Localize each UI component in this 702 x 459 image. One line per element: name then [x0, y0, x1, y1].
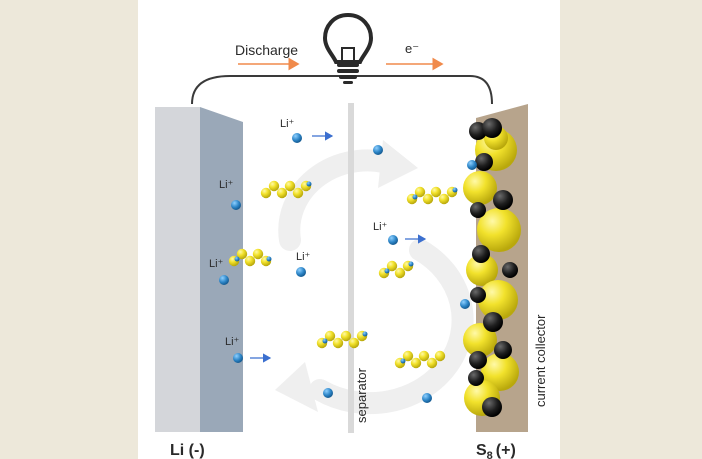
carbon-particle	[470, 202, 486, 218]
lithium-end-atom	[322, 338, 328, 344]
sulfur-atom	[292, 187, 304, 199]
sulfur-atom	[236, 248, 248, 260]
lithium-ion	[296, 267, 306, 277]
lithium-end-atom	[412, 194, 418, 200]
carbon-particle	[472, 245, 490, 263]
lightbulb-icon	[322, 12, 374, 84]
carbon-particle	[483, 312, 503, 332]
lithium-ion	[231, 200, 241, 210]
sulfur-atom	[340, 330, 352, 342]
lithium-anode	[155, 107, 243, 432]
sulfur-atom	[260, 187, 272, 199]
lithium-end-atom	[306, 181, 312, 187]
lithium-end-atom	[384, 268, 390, 274]
carbon-particle	[482, 118, 502, 138]
lithium-ion	[323, 388, 333, 398]
sulfur-atom	[348, 337, 360, 349]
sulfur-particle	[463, 323, 497, 357]
lithium-end-atom	[400, 358, 406, 364]
sulfur-atom	[410, 357, 422, 369]
sulfur-particle	[478, 280, 518, 320]
sulfur-atom	[422, 193, 434, 205]
cycle-arrowheads	[275, 140, 418, 412]
discharge-label: Discharge	[235, 42, 298, 58]
electron-label: e⁻	[405, 41, 419, 56]
current-collector-label: current collector	[533, 314, 548, 407]
carbon-particle	[475, 153, 493, 171]
sulfur-atom	[434, 350, 446, 362]
sulfur-atom	[332, 337, 344, 349]
polysulfide-chain	[406, 186, 458, 205]
carbon-particle	[468, 370, 484, 386]
carbon-particle	[469, 351, 487, 369]
lithium-ion	[373, 145, 383, 155]
lithium-ion	[219, 275, 229, 285]
sulfur-atom	[324, 330, 336, 342]
polysulfide-chain	[378, 260, 414, 279]
cathode-label-sign: (+)	[496, 442, 516, 459]
sulfur-particle	[477, 208, 521, 252]
lithium-ion-label: Li⁺	[280, 118, 295, 130]
sulfur-atom	[386, 260, 398, 272]
polysulfide-chain	[228, 248, 272, 267]
external-wire	[191, 75, 493, 105]
sulfur-atom	[430, 186, 442, 198]
lithium-end-atom	[266, 256, 272, 262]
anode-label: Li (-)	[170, 442, 205, 459]
sulfur-atom	[418, 350, 430, 362]
carbon-particle	[502, 262, 518, 278]
polysulfide-chain	[394, 350, 446, 369]
carbon-particle	[494, 341, 512, 359]
lithium-ion	[292, 133, 302, 143]
lithium-ion-label: Li⁺	[225, 336, 240, 348]
lithium-ion-label: Li⁺	[373, 221, 388, 233]
sulfur-particle	[466, 254, 498, 286]
sulfur-particle	[481, 353, 519, 391]
lithium-ion-label: Li⁺	[209, 258, 224, 270]
sulfur-atom	[394, 267, 406, 279]
lithium-ion	[460, 299, 470, 309]
sulfur-atom	[438, 193, 450, 205]
sulfur-atom	[284, 180, 296, 192]
sulfur-atom	[414, 186, 426, 198]
lithium-ion-label: Li⁺	[296, 251, 311, 263]
sulfur-atom	[276, 187, 288, 199]
carbon-particle	[482, 397, 502, 417]
sulfur-atom	[426, 357, 438, 369]
cathode-label-main: S	[476, 442, 487, 459]
sulfur-atom	[268, 180, 280, 192]
carbon-particle	[493, 190, 513, 210]
separator-label: separator	[354, 367, 369, 423]
sulfur-particle	[463, 171, 497, 205]
lithium-ion	[467, 160, 477, 170]
lithium-end-atom	[362, 331, 368, 337]
lithium-end-atom	[452, 187, 458, 193]
sulfur-atom	[402, 350, 414, 362]
polysulfide-chain	[260, 180, 312, 199]
lithium-ion	[233, 353, 243, 363]
lithium-ion-label: Li⁺	[219, 179, 234, 191]
lithium-end-atom	[408, 261, 414, 267]
lithium-ion	[388, 235, 398, 245]
sulfur-atom	[252, 248, 264, 260]
separator	[348, 103, 354, 433]
cathode-label-subscript: 8	[487, 450, 493, 459]
sulfur-atom	[244, 255, 256, 267]
lithium-ion	[422, 393, 432, 403]
carbon-particle	[470, 287, 486, 303]
lithium-end-atom	[234, 256, 240, 262]
cathode-label: S8(+)	[476, 442, 516, 459]
polysulfide-chain	[316, 330, 368, 349]
sulfur-carbon-cathode	[463, 118, 521, 417]
cycle-arrows-icon	[278, 149, 474, 415]
